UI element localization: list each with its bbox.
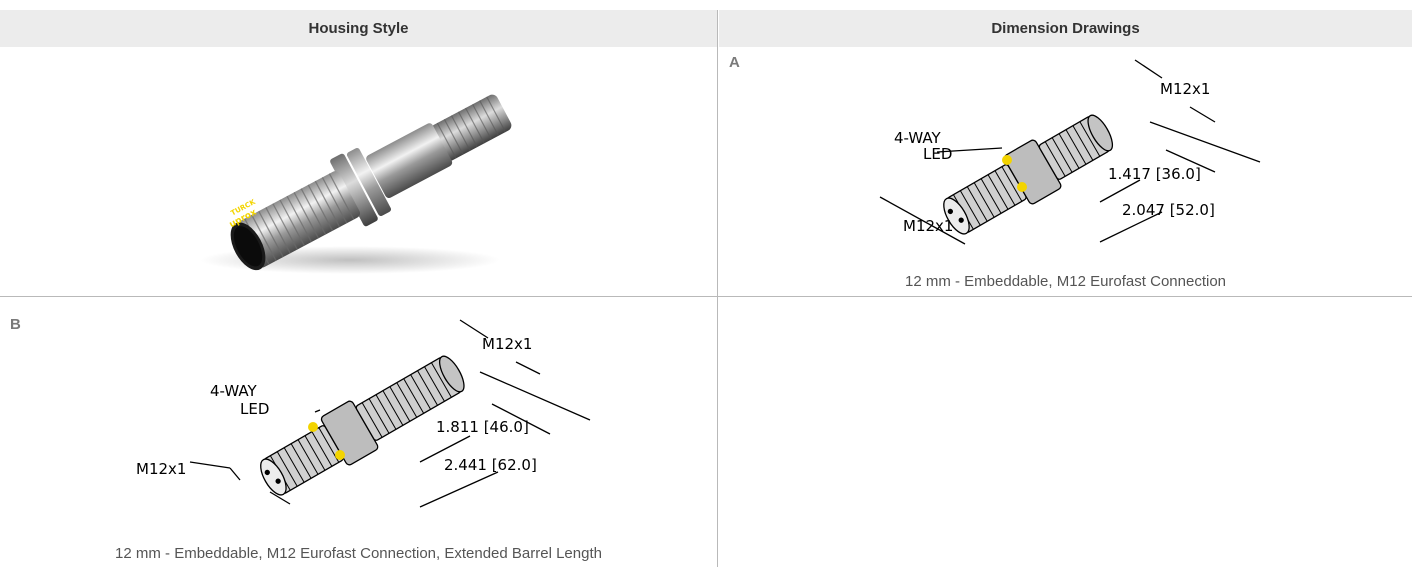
dimension-drawing-a: M12x1 4-WAY LED 1.417 [36.0] 2.047 [52.0… xyxy=(879,59,1261,245)
drawing-a-caption: 12 mm - Embeddable, M12 Eurofast Connect… xyxy=(905,273,1226,290)
drawing-b-caption: 12 mm - Embeddable, M12 Eurofast Connect… xyxy=(115,545,602,562)
dim-b-length-2: 2.441 [62.0] xyxy=(444,456,537,474)
column-divider xyxy=(717,10,718,567)
drawing-label-a: A xyxy=(729,54,740,71)
dim-b-led-line2: LED xyxy=(240,400,269,418)
row-divider xyxy=(0,296,1412,297)
dim-b-thread-front: M12x1 xyxy=(136,460,186,478)
dimension-drawing-b: M12x1 4-WAY LED 1.811 [46.0] 2.441 [62.0… xyxy=(136,319,591,508)
header-dimension-drawings: Dimension Drawings xyxy=(719,10,1412,47)
header-housing-style: Housing Style xyxy=(0,10,717,47)
dim-b-led-line1: 4-WAY xyxy=(210,382,257,400)
dim-b-length-1: 1.811 [46.0] xyxy=(436,418,529,436)
dim-a-led-line2: LED xyxy=(923,145,952,163)
dim-b-thread-top: M12x1 xyxy=(482,335,532,353)
dim-a-length-2: 2.047 [52.0] xyxy=(1122,201,1215,219)
dim-a-thread-front: M12x1 xyxy=(903,217,953,235)
dim-a-length-1: 1.417 [36.0] xyxy=(1108,165,1201,183)
drawing-label-b: B xyxy=(10,316,21,333)
dim-a-led-line1: 4-WAY xyxy=(894,129,941,147)
dim-a-thread-top: M12x1 xyxy=(1160,80,1210,98)
sensor-product-photo: TURCK uprox xyxy=(200,94,512,274)
